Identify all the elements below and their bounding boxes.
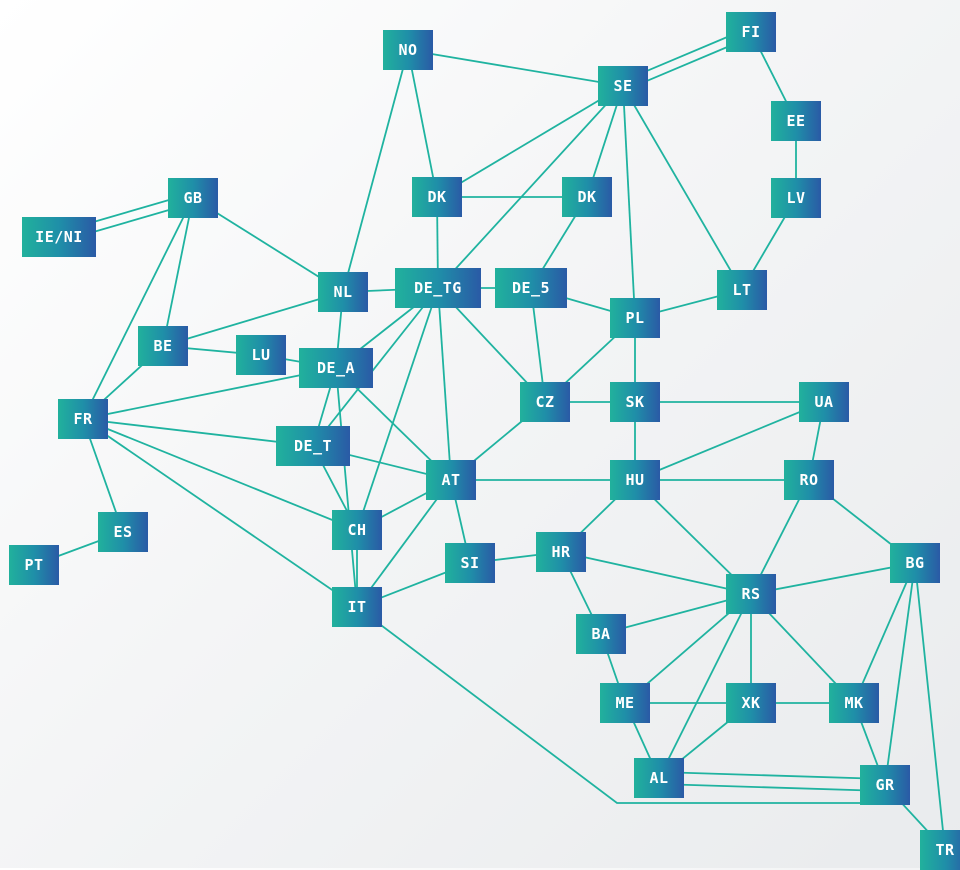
edge-nl-be [162, 291, 344, 347]
node-nl[interactable]: NL [318, 272, 368, 312]
edges-layer [33, 26, 946, 851]
edge-se-de_tg [437, 85, 624, 289]
node-al[interactable]: AL [634, 758, 684, 798]
edge-fr-de_t [82, 418, 314, 447]
edge-de_a-it [335, 367, 358, 608]
node-rs[interactable]: RS [726, 574, 776, 614]
node-de-tg[interactable]: DE_TG [395, 268, 481, 308]
node-de-a[interactable]: DE_A [299, 348, 373, 388]
node-ee[interactable]: EE [771, 101, 821, 141]
edge-it-gr [356, 606, 885, 804]
node-lv[interactable]: LV [771, 178, 821, 218]
edge-ua-hu [634, 401, 825, 481]
node-ro[interactable]: RO [784, 460, 834, 500]
node-be[interactable]: BE [138, 326, 188, 366]
node-cz[interactable]: CZ [520, 382, 570, 422]
node-si[interactable]: SI [445, 543, 495, 583]
node-xk[interactable]: XK [726, 683, 776, 723]
edge-bg-tr [914, 562, 946, 851]
edge-mk-bg [853, 562, 916, 704]
edge-no-nl [342, 49, 409, 293]
node-no[interactable]: NO [383, 30, 433, 70]
edge-hr-rs [560, 551, 752, 595]
node-de-t[interactable]: DE_T [276, 426, 350, 466]
node-fr[interactable]: FR [58, 399, 108, 439]
node-pt[interactable]: PT [9, 545, 59, 585]
edge-rs-al [658, 593, 752, 779]
node-gb[interactable]: GB [168, 178, 218, 218]
node-at[interactable]: AT [426, 460, 476, 500]
edge-at-it [356, 479, 452, 608]
node-dk-east[interactable]: DK [562, 177, 612, 217]
edge-al-gr-2 [658, 783, 886, 792]
node-sk[interactable]: SK [610, 382, 660, 422]
edge-de_tg-de_t [312, 287, 439, 447]
node-bg[interactable]: BG [890, 543, 940, 583]
edge-se-dk_w [436, 85, 624, 198]
node-de-5[interactable]: DE_5 [495, 268, 567, 308]
node-ba[interactable]: BA [576, 614, 626, 654]
node-es[interactable]: ES [98, 512, 148, 552]
node-lt[interactable]: LT [717, 270, 767, 310]
node-gr[interactable]: GR [860, 765, 910, 805]
edge-de_a-fr [82, 367, 337, 420]
node-dk-west[interactable]: DK [412, 177, 462, 217]
edge-no-dk_w [407, 49, 438, 198]
node-pl[interactable]: PL [610, 298, 660, 338]
edge-se-lt [622, 85, 743, 291]
node-ie-ni[interactable]: IE/NI [22, 217, 96, 257]
edge-gb-be [162, 197, 194, 347]
edge-rs-bg [750, 562, 916, 595]
edge-bg-gr [884, 562, 916, 786]
edge-fr-it [82, 418, 358, 608]
edge-de_tg-at [437, 287, 452, 481]
node-mk[interactable]: MK [829, 683, 879, 723]
node-ua[interactable]: UA [799, 382, 849, 422]
edge-gb-fr [82, 197, 194, 420]
edge-al-gr-1 [658, 771, 886, 780]
node-it[interactable]: IT [332, 587, 382, 627]
node-hu[interactable]: HU [610, 460, 660, 500]
node-tr[interactable]: TR [920, 830, 960, 870]
edge-de_tg-ch [356, 287, 439, 531]
node-lu[interactable]: LU [236, 335, 286, 375]
node-me[interactable]: ME [600, 683, 650, 723]
edge-se-pl [622, 85, 636, 319]
edge-fr-ch [82, 418, 358, 531]
node-hr[interactable]: HR [536, 532, 586, 572]
node-fi[interactable]: FI [726, 12, 776, 52]
edge-no-se [407, 49, 624, 87]
node-ch[interactable]: CH [332, 510, 382, 550]
node-se[interactable]: SE [598, 66, 648, 106]
